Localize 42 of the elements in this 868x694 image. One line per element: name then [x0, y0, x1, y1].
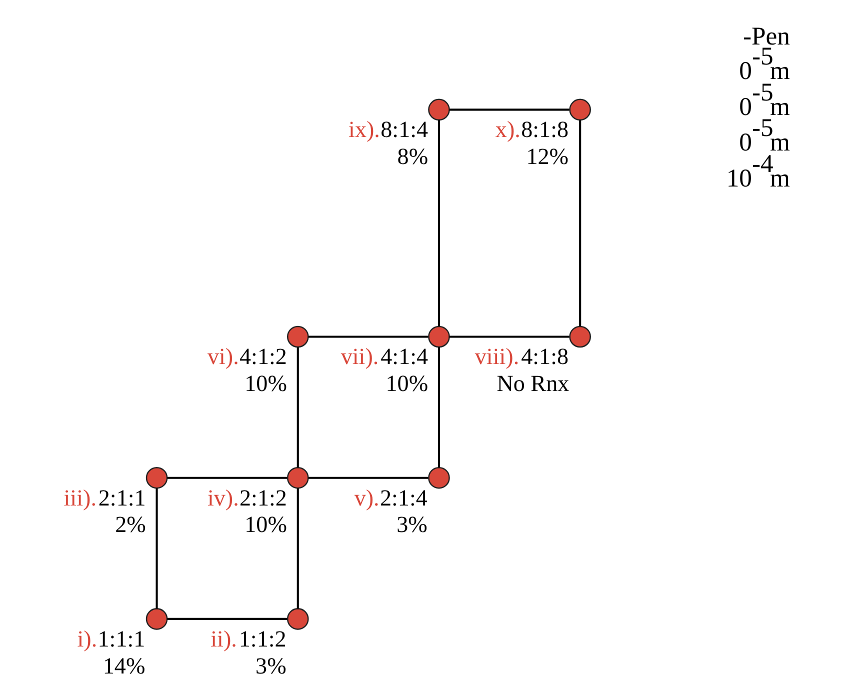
node-label: 10%: [385, 370, 428, 396]
connector: [437, 120, 440, 326]
node-label: vii).4:1:4: [340, 343, 428, 370]
node-label: 14%: [102, 652, 145, 678]
connector: [166, 476, 287, 479]
node-label: 8%: [396, 143, 428, 170]
node-label: ix).8:1:4: [348, 116, 428, 142]
node-label: vi).4:1:2: [206, 343, 286, 370]
node-label: x).8:1:8: [494, 116, 568, 142]
node-label: 2%: [114, 511, 146, 538]
node-label: 3%: [255, 652, 286, 678]
node-circle: [286, 326, 308, 348]
node-circle: [568, 326, 590, 348]
node-circle: [568, 98, 590, 121]
node-label: i).1:1:1: [76, 625, 145, 652]
connector: [296, 488, 298, 609]
connector: [296, 347, 298, 468]
node-label: viii).4:1:8: [474, 343, 568, 370]
connector: [308, 336, 428, 338]
connector: [578, 120, 581, 326]
node-label: iii).2:1:1: [63, 484, 146, 510]
node-circle: [286, 466, 308, 489]
connector: [448, 336, 569, 338]
node-circle: [428, 326, 450, 348]
node-label: 3%: [396, 511, 427, 538]
connector: [155, 488, 158, 609]
node-circle: [145, 608, 168, 630]
node-label: 10%: [244, 370, 286, 396]
node-circle: [286, 608, 308, 630]
node-circle: [428, 466, 450, 489]
connector: [308, 476, 428, 479]
connector: [448, 108, 569, 111]
node-circle: [145, 466, 168, 489]
connector: [166, 618, 287, 620]
connector: [437, 347, 440, 468]
node-label: iv).2:1:2: [206, 484, 286, 510]
node-label: ii).1:1:2: [210, 625, 286, 652]
node-label: No Rnx: [496, 370, 569, 396]
node-label: 12%: [526, 143, 568, 170]
node-circle: [428, 98, 450, 121]
node-label: 10%: [244, 511, 286, 538]
node-label: v).2:1:4: [354, 484, 427, 510]
